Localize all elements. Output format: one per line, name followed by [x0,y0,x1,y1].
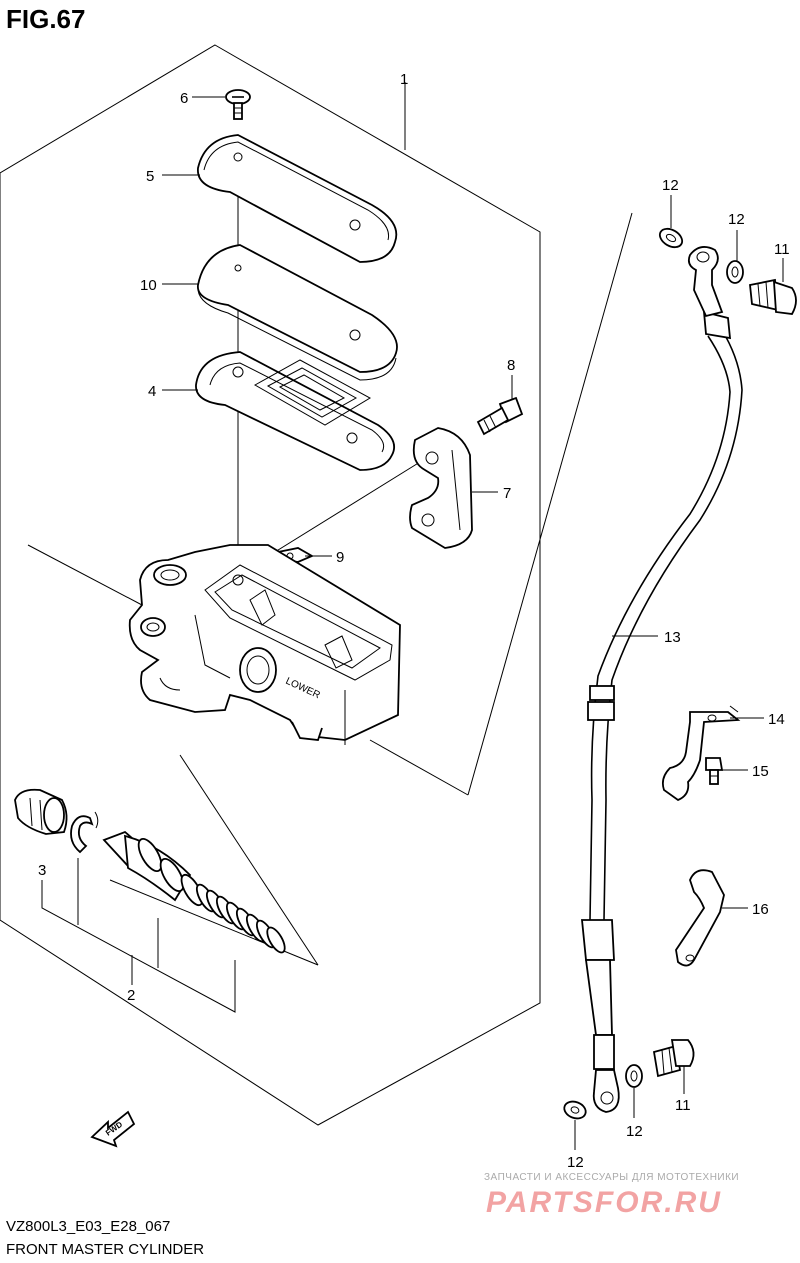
group-bracket-2-3 [41,858,236,1013]
callout-1: 1 [400,71,408,88]
callout-9: 9 [336,549,344,566]
clamp-16 [675,869,725,967]
fwd-arrow-icon: FWD [90,1110,136,1148]
callout-12-bottom-right: 12 [626,1123,643,1140]
callout-14: 14 [768,711,785,728]
callout-11-top: 11 [774,241,790,258]
union-bolt-11-top [749,278,797,315]
circlip [70,811,99,854]
boot-3 [14,788,68,835]
callout-8: 8 [507,357,515,374]
callout-3: 3 [38,862,46,879]
callout-7: 7 [503,485,511,502]
callout-5: 5 [146,168,154,185]
callout-13: 13 [664,629,681,646]
clamp-14 [661,705,741,802]
watermark-caption: ЗАПЧАСТИ И АКСЕССУАРЫ ДЛЯ МОТОТЕХНИКИ [484,1172,740,1183]
washer-12-top [658,227,684,249]
callout-2: 2 [127,987,135,1004]
callout-12-top: 12 [662,177,679,194]
washer-12-bottom [563,1100,587,1120]
watermark-logo: PARTSFOR.RU [486,1186,722,1219]
assembly-outline [0,44,541,1126]
callout-12-bottom: 12 [567,1154,584,1171]
callout-6: 6 [180,90,188,107]
washer-12-top-right [726,260,744,284]
master-cylinder-body [128,544,401,745]
holder-7 [409,427,473,549]
callout-15: 15 [752,763,769,780]
piston-spring-2 [102,830,286,954]
reservoir-cap-5 [197,134,398,263]
figure-code: VZ800L3_E03_E28_067 [6,1218,171,1235]
figure-title: FIG.67 [6,4,86,34]
union-bolt-11-bottom [652,1039,695,1078]
figure-name: FRONT MASTER CYLINDER [6,1241,205,1258]
diaphragm-4 [195,351,396,471]
brake-hose-13 [581,246,743,1113]
bolt-15 [705,757,724,785]
plate-10 [197,244,398,381]
callout-4: 4 [148,383,156,400]
screw-6 [225,89,251,120]
leader-lines [162,82,784,1150]
callout-10: 10 [140,277,157,294]
bolt-8 [476,396,524,436]
callout-16: 16 [752,901,769,918]
callout-11-bottom: 11 [675,1097,691,1114]
callout-12-top-right: 12 [728,211,745,228]
washer-12-bottom-right [625,1064,643,1088]
